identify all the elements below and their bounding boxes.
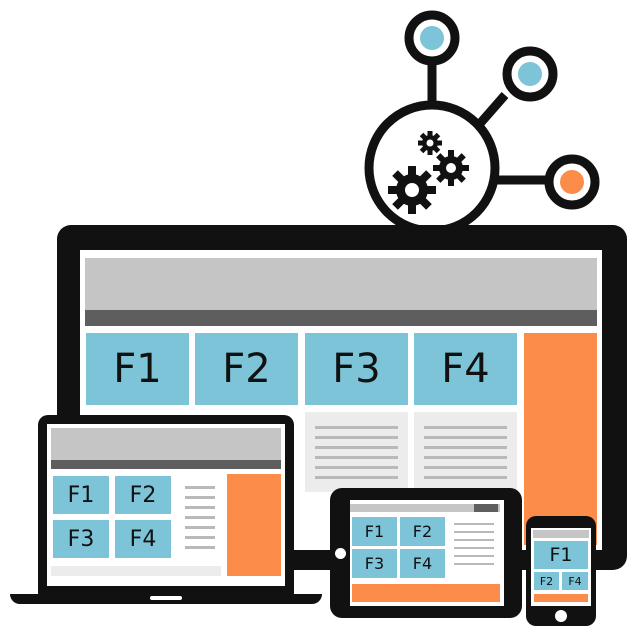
phone-screen: F1 F2 F4 bbox=[531, 528, 591, 606]
laptop-feature-f4[interactable]: F4 bbox=[115, 520, 171, 558]
phone-feature-f1[interactable]: F1 bbox=[534, 541, 588, 569]
tablet-header bbox=[350, 504, 500, 512]
node-blue-icon bbox=[404, 10, 460, 66]
tablet-footer bbox=[352, 584, 500, 602]
tablet-screen: F1 F2 F3 F4 bbox=[350, 500, 504, 606]
monitor-header bbox=[85, 258, 597, 310]
node-blue-icon bbox=[502, 46, 558, 102]
tablet-text-block bbox=[450, 517, 498, 577]
laptop-text-block bbox=[179, 476, 221, 560]
laptop-feature-f2[interactable]: F2 bbox=[115, 476, 171, 514]
tablet-feature-f3[interactable]: F3 bbox=[352, 549, 397, 578]
monitor-text-block bbox=[305, 412, 408, 492]
phone-footer bbox=[534, 594, 588, 602]
node-orange-icon bbox=[544, 154, 600, 210]
monitor-feature-f1[interactable]: F1 bbox=[86, 333, 189, 405]
monitor-feature-f4[interactable]: F4 bbox=[414, 333, 517, 405]
monitor-nav bbox=[85, 310, 597, 326]
tablet-home-button[interactable] bbox=[335, 548, 346, 559]
laptop-footer bbox=[51, 566, 221, 576]
phone-header bbox=[533, 530, 589, 538]
phone-feature-f2[interactable]: F2 bbox=[534, 572, 559, 590]
gears-icon bbox=[388, 131, 469, 214]
laptop-sidebar bbox=[227, 474, 281, 576]
laptop-screen: F1 F2 F3 F4 bbox=[47, 424, 285, 586]
tablet-feature-f1[interactable]: F1 bbox=[352, 517, 397, 546]
phone-feature-f4[interactable]: F4 bbox=[562, 572, 588, 590]
monitor-sidebar bbox=[524, 333, 597, 545]
laptop-nav bbox=[51, 460, 281, 469]
tablet-feature-f4[interactable]: F4 bbox=[400, 549, 445, 578]
monitor-feature-f2[interactable]: F2 bbox=[195, 333, 298, 405]
laptop-feature-f3[interactable]: F3 bbox=[53, 520, 109, 558]
laptop-feature-f1[interactable]: F1 bbox=[53, 476, 109, 514]
tablet-nav bbox=[474, 504, 498, 512]
laptop-trackpad-notch bbox=[150, 596, 182, 600]
tablet-feature-f2[interactable]: F2 bbox=[400, 517, 445, 546]
monitor-text-block bbox=[414, 412, 517, 492]
monitor-feature-f3[interactable]: F3 bbox=[305, 333, 408, 405]
phone-home-button[interactable] bbox=[555, 610, 567, 622]
laptop-header bbox=[51, 428, 281, 460]
